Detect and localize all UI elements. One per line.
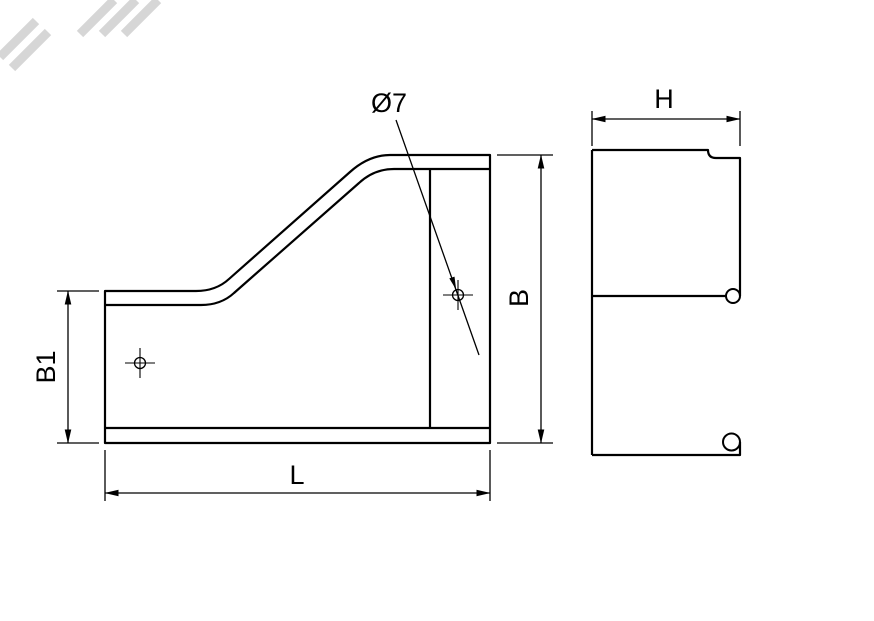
top-wall-with-notch [592, 148, 742, 296]
dimension-l [104, 450, 491, 501]
end-view [590, 148, 742, 457]
inner-contour [105, 167, 490, 307]
rolled-edge-bottom-hook [722, 432, 741, 452]
watermark-stroke [76, 0, 118, 38]
label-l: L [289, 460, 304, 490]
label-b1: B1 [31, 350, 61, 383]
drawing-lines [57, 111, 742, 501]
watermark-stroke [98, 0, 140, 38]
watermark-stroke [120, 0, 162, 38]
watermark-stroke [0, 17, 40, 61]
watermark-marks [0, 0, 162, 72]
label-b: B [504, 289, 534, 307]
dimension-labels: Ø7 H B B1 L [31, 84, 674, 490]
hole-center-left [125, 348, 155, 378]
dimension-h [591, 111, 741, 146]
side-view [103, 153, 492, 445]
leader-line [395, 119, 480, 356]
dimension-b1 [57, 290, 99, 444]
dimension-b [497, 154, 553, 444]
leader-hole-diameter [395, 119, 480, 356]
bottom-wall [592, 442, 742, 457]
label-h: H [654, 84, 674, 114]
watermark-stroke [8, 28, 52, 72]
leader-arrowhead [449, 276, 457, 290]
outer-contour [103, 153, 492, 445]
rolled-edge-middle [725, 288, 741, 304]
label-hole-diameter: Ø7 [371, 88, 407, 118]
